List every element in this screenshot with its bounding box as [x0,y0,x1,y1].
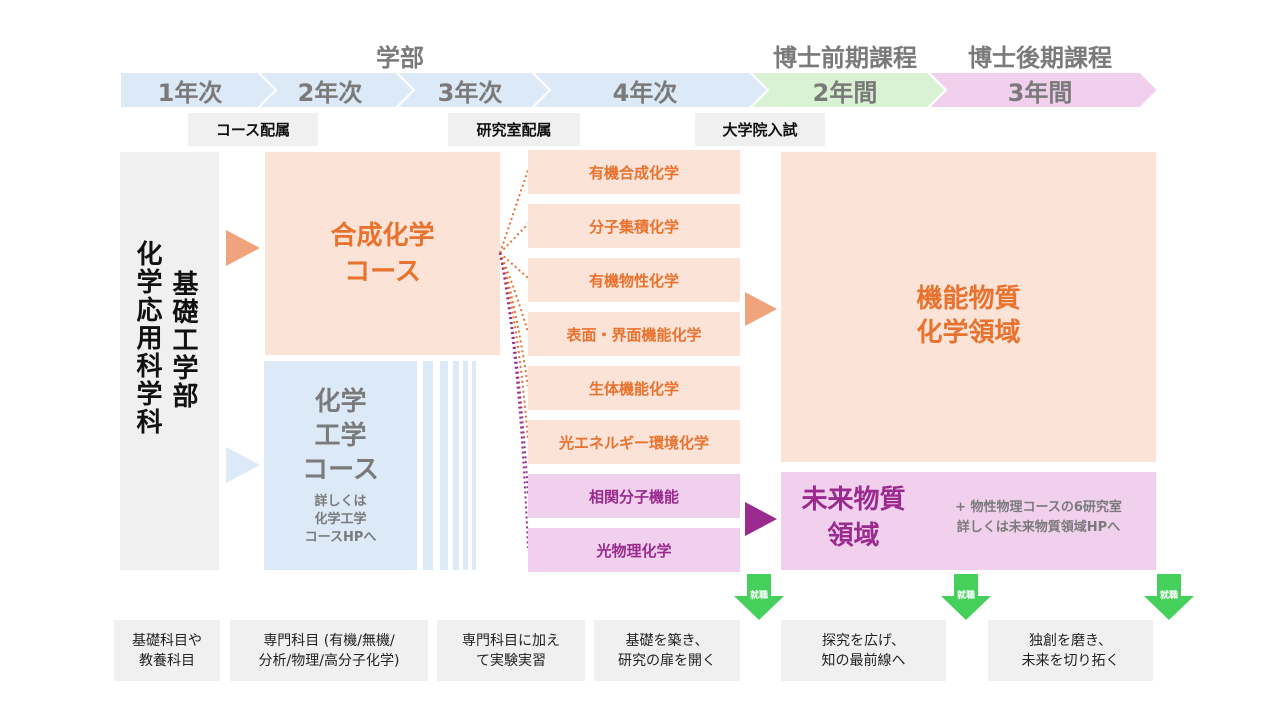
connector-lab-7 [499,252,529,495]
lab-item[interactable]: 表面・界面機能化学 [528,312,740,356]
functional-area-line2: 化学領域 [916,318,1021,348]
department-subname: 化学応用科学科 [132,240,162,436]
chem-eng-line3: コース [302,454,379,485]
connector-lab-1 [499,169,529,254]
header-doctoral: 博士後期課程 [968,43,1112,72]
stage-description-line1: 基礎科目や [132,632,202,649]
department-name: 基礎工学部 [168,270,198,410]
arrow-to-functional-icon [745,292,777,326]
stage-description-line1: 基礎を築き、 [625,632,709,649]
future-area-line2: 領域 [827,521,880,551]
lab-item[interactable]: 相関分子機能 [528,474,740,518]
chem-eng-stripe [453,361,459,570]
stage-description-line2: 分析/物理/高分子化学) [258,652,400,669]
timeline-label-1: 1年次 [157,78,223,107]
stage-description-line2: 教養科目 [139,652,195,669]
department-box [120,152,219,570]
future-area-note: + 物性物理コースの6研究室 詳しくは未来物質領域HPへ [926,498,1151,538]
future-area-note2: 詳しくは未来物質領域HPへ [956,520,1121,535]
future-area-line1: 未来物質 [801,485,906,515]
chem-eng-course-box[interactable]: 化学 工学 コース 詳しくは 化学工学 コースHPへ [264,361,417,570]
timeline-bar [119,71,1160,109]
arrow-to-synthetic-icon [226,230,260,266]
employment-arrow-icon: 就職 [941,574,991,620]
connector-lab-6 [499,252,529,441]
timeline-label-4: 4年次 [612,78,678,107]
chem-eng-line2: 工学 [314,420,367,451]
header-masters: 博士前期課程 [773,43,917,72]
lab-item[interactable]: 有機合成化学 [528,150,740,194]
timeline-label-5: 2年間 [812,78,878,107]
stage-description-line2: 未来を切り拓く [1021,652,1120,669]
chem-eng-stripe [440,361,448,570]
synthetic-course-line2: コース [344,256,421,287]
stage-description-line2: て実験実習 [476,652,546,669]
stage-description: 専門科目に加え て実験実習 [437,620,585,681]
timeline-label-2: 2年次 [297,78,363,107]
employment-label: 就職 [956,590,975,601]
event-lab-assignment: 研究室配属 [448,113,580,146]
stage-description: 専門科目 (有機/無機/ 分析/物理/高分子化学) [230,620,428,681]
chem-eng-note3: コースHPへ [304,529,377,545]
employment-label: 就職 [749,590,768,601]
chem-eng-line1: 化学 [314,386,367,417]
lab-item[interactable]: 有機物性化学 [528,258,740,302]
stage-description-line2: 知の最前線へ [821,652,906,669]
chem-eng-note2: 化学工学 [314,511,367,527]
stage-description: 探究を広げ、 知の最前線へ [781,620,946,681]
synthetic-course-box[interactable]: 合成化学 コース [265,152,500,355]
stage-description: 独創を磨き、 未来を切り拓く [988,620,1153,681]
lab-item[interactable]: 光エネルギー環境化学 [528,420,740,464]
chem-eng-note1: 詳しくは [314,493,367,509]
connector-lab-3 [499,252,529,279]
stage-description: 基礎を築き、 研究の扉を開く [594,620,740,681]
arrow-to-chem-eng-icon [226,447,260,483]
employment-arrow-icon: 就職 [734,574,784,620]
event-course-assignment: コース配属 [188,113,318,146]
event-grad-exam: 大学院入試 [695,113,825,146]
timeline-label-6: 3年間 [1007,78,1073,107]
future-area-title: 未来物質 領域 [781,482,926,554]
lab-item[interactable]: 光物理化学 [528,528,740,572]
timeline-segment-6 [925,71,1160,109]
connector-lab-2 [499,223,529,254]
stage-description-line1: 専門科目に加え [462,632,560,649]
stage-description: 基礎科目や 教養科目 [114,620,220,681]
stage-description-line1: 探究を広げ、 [821,632,906,649]
header-undergrad: 学部 [376,43,424,72]
connector-lab-4 [499,252,529,333]
connector-lab-8 [499,252,529,549]
future-area-note1: + 物性物理コースの6研究室 [955,500,1122,515]
synthetic-course-line1: 合成化学 [330,220,435,251]
functional-area-box[interactable]: 機能物質 化学領域 [781,152,1156,462]
chem-eng-stripe [423,361,433,570]
stage-description-line1: 専門科目 (有機/無機/ [263,632,395,649]
lab-item[interactable]: 生体機能化学 [528,366,740,410]
timeline-label-3: 3年次 [437,78,503,107]
employment-label: 就職 [1159,590,1178,601]
employment-arrow-icon: 就職 [1144,574,1194,620]
functional-area-line1: 機能物質 [916,284,1021,314]
future-area-box[interactable]: 未来物質 領域 + 物性物理コースの6研究室 詳しくは未来物質領域HPへ [781,472,1156,570]
stage-description-line1: 独創を磨き、 [1028,632,1113,649]
stage-description-line2: 研究の扉を開く [618,652,716,669]
chem-eng-stripe [463,361,468,570]
lab-item[interactable]: 分子集積化学 [528,204,740,248]
chem-eng-stripe [472,361,476,570]
arrow-to-future-icon [745,502,777,536]
